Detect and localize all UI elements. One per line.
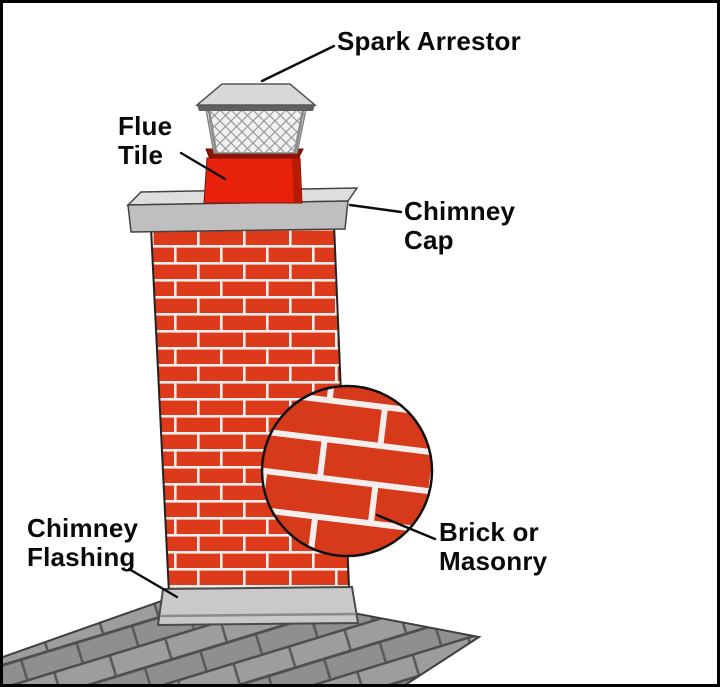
chimney-flashing-leader-line [127, 567, 179, 599]
chimney-cap-leader-line [348, 203, 403, 214]
flue-tile-leader-line [179, 151, 227, 181]
label-spark-arrestor: Spark Arrestor [337, 26, 521, 56]
brick-or-masonry-leader-line [375, 513, 437, 541]
label-chimney-flashing: Chimney Flashing [27, 513, 139, 573]
brick-magnifier-circle [260, 384, 434, 558]
label-flue-tile: Flue Tile [118, 111, 173, 171]
leader-lines [127, 44, 437, 599]
spark-arrestor-graphic [194, 83, 318, 154]
label-brick-or-masonry: Brick or Masonry [439, 517, 548, 577]
chimney-flashing-graphic [156, 585, 360, 627]
label-chimney-cap: Chimney Cap [404, 196, 516, 256]
spark-arrestor-leader-line [260, 44, 336, 83]
